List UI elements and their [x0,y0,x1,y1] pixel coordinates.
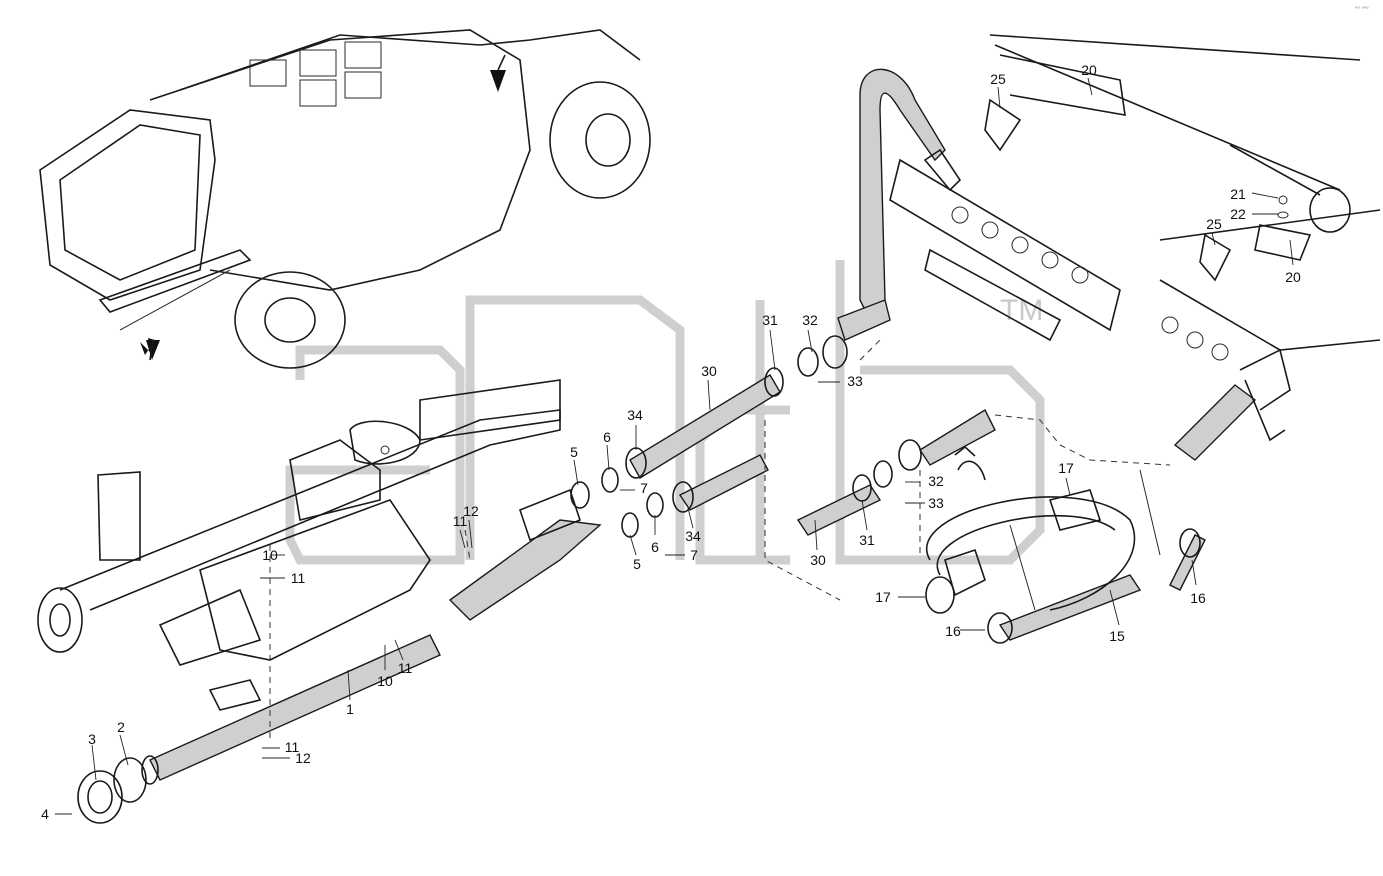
spray-bar-assembly [889,34,1381,461]
callout-11c: 11 [285,739,300,755]
machine-illustration [39,29,651,369]
callout-30b: 30 [810,552,826,568]
callout-34a: 34 [627,407,643,423]
arrow-up-icon [146,340,160,360]
callout-2: 2 [117,719,125,735]
watermark-logo: TM [285,260,1045,565]
callout-7a: 7 [640,480,648,496]
callout-25b: 25 [1206,216,1222,232]
nozzle-row [951,206,1229,361]
callout-3: 3 [88,731,96,747]
callout-6b: 6 [651,539,659,555]
curved-arrow-icon [954,446,976,457]
corner-code: °° °°° [1355,7,1369,13]
routing-lines [269,339,1171,740]
callout-10b: 10 [377,673,393,689]
callout-31a: 31 [762,312,778,328]
callout-7b: 7 [690,547,698,563]
callout-5a: 5 [570,444,578,460]
arrow-down-icon [490,70,506,92]
callout-33a: 33 [847,373,863,389]
callout-25a: 25 [990,71,1006,87]
callout-17a: 17 [1058,460,1074,476]
leader-lines [55,77,1294,815]
callout-16a: 16 [1190,590,1206,606]
callout-33b: 33 [928,495,944,511]
callout-11a: 11 [291,570,306,586]
callout-11b: 11 [398,660,413,676]
callout-4: 4 [41,806,49,822]
callout-21: 21 [1230,186,1246,202]
callout-labels: 1 2 3 4 5 5 6 6 7 7 10 10 11 11 11 11 12… [41,62,1301,822]
callout-10a: 10 [262,547,278,563]
callout-30a: 30 [701,363,717,379]
callout-20a: 20 [1081,62,1097,78]
callout-20b: 20 [1285,269,1301,285]
callout-5b: 5 [633,556,641,572]
callout-17b: 17 [875,589,891,605]
main-hose [837,68,962,341]
pipe-and-frame [37,379,602,824]
callout-22: 22 [1230,206,1246,222]
callout-12a: 12 [463,503,479,519]
callout-12b: 12 [295,750,311,766]
callout-1: 1 [346,701,354,717]
callout-11-top: 11 [453,513,468,529]
callout-31b: 31 [859,532,875,548]
callout-6a: 6 [603,429,611,445]
callout-32b: 32 [928,473,944,489]
callout-16b: 16 [945,623,961,639]
hose-couplings [570,335,1206,644]
callout-32a: 32 [802,312,818,328]
callout-15: 15 [1109,628,1125,644]
callout-34b: 34 [685,528,701,544]
